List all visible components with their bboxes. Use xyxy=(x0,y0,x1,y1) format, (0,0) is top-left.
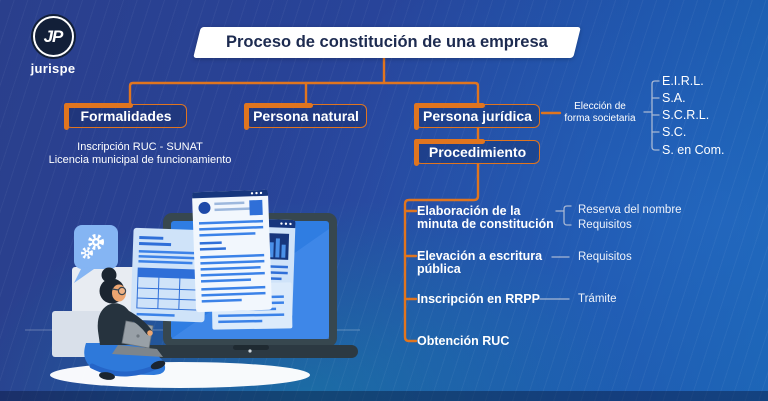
step-2-line-2: pública xyxy=(417,261,461,276)
brand-name: jurispe xyxy=(30,61,76,76)
note-line-1: Inscripción RUC - SUNAT xyxy=(77,141,203,153)
step-1-line-2: minuta de constitución xyxy=(417,216,554,231)
step-1-line-1: Elaboración de la xyxy=(417,204,521,218)
step-1-detail-2: Requisitos xyxy=(578,219,632,231)
page-title: Proceso de constitución de una empresa xyxy=(226,33,548,51)
branch-box-formalidades: Formalidades xyxy=(63,102,187,130)
jurispe-logo-icon: JP xyxy=(30,14,76,59)
gears-icon xyxy=(74,225,118,283)
step-2-line-1: Elevación a escritura xyxy=(417,249,543,263)
step-1-detail-1: Reserva del nombre xyxy=(578,204,682,216)
society-type-sc: S.C. xyxy=(662,125,687,139)
branch-label-persona-natural: Persona natural xyxy=(253,108,359,124)
branch-label-procedimiento: Procedimiento xyxy=(428,144,527,160)
document-icon-left xyxy=(130,227,208,323)
branch-box-persona-natural: Persona natural xyxy=(243,102,367,130)
step-2-label: Elevación a escritura pública xyxy=(417,250,542,275)
society-type-eirl: E.I.R.L. xyxy=(662,74,704,88)
society-type-sa: S.A. xyxy=(662,91,686,105)
eleccion-line-1: Elección de xyxy=(574,101,626,112)
formalidades-note: Inscripción RUC - SUNAT Licencia municip… xyxy=(25,141,255,167)
ground-shadow xyxy=(50,362,310,388)
step-3-detail-1: Trámite xyxy=(578,293,617,305)
branch-box-persona-juridica: Persona jurídica xyxy=(413,102,540,130)
step-2-detail-1: Requisitos xyxy=(578,251,632,263)
title-banner: Proceso de constitución de una empresa xyxy=(193,27,581,58)
step-4-label: Obtención RUC xyxy=(417,334,510,348)
eleccion-label: Elección de forma societaria xyxy=(556,101,644,124)
person-working xyxy=(84,267,166,380)
branch-label-persona-juridica: Persona jurídica xyxy=(423,108,532,124)
society-type-sencom: S. en Com. xyxy=(662,143,725,157)
person-working-illustration xyxy=(25,189,360,388)
brand-logo: JP jurispe xyxy=(27,14,79,76)
eleccion-line-2: forma societaria xyxy=(564,112,636,124)
document-icon-center xyxy=(192,189,272,313)
logo-monogram: JP xyxy=(43,26,64,46)
branch-label-formalidades: Formalidades xyxy=(80,108,172,124)
society-type-scrl: S.C.R.L. xyxy=(662,108,710,122)
footer-strip xyxy=(0,391,768,401)
note-line-2: Licencia municipal de funcionamiento xyxy=(48,154,232,166)
branch-box-procedimiento: Procedimiento xyxy=(413,138,540,166)
step-1-label: Elaboración de la minuta de constitución xyxy=(417,205,554,230)
step-3-label: Inscripción en RRPP xyxy=(417,292,540,306)
